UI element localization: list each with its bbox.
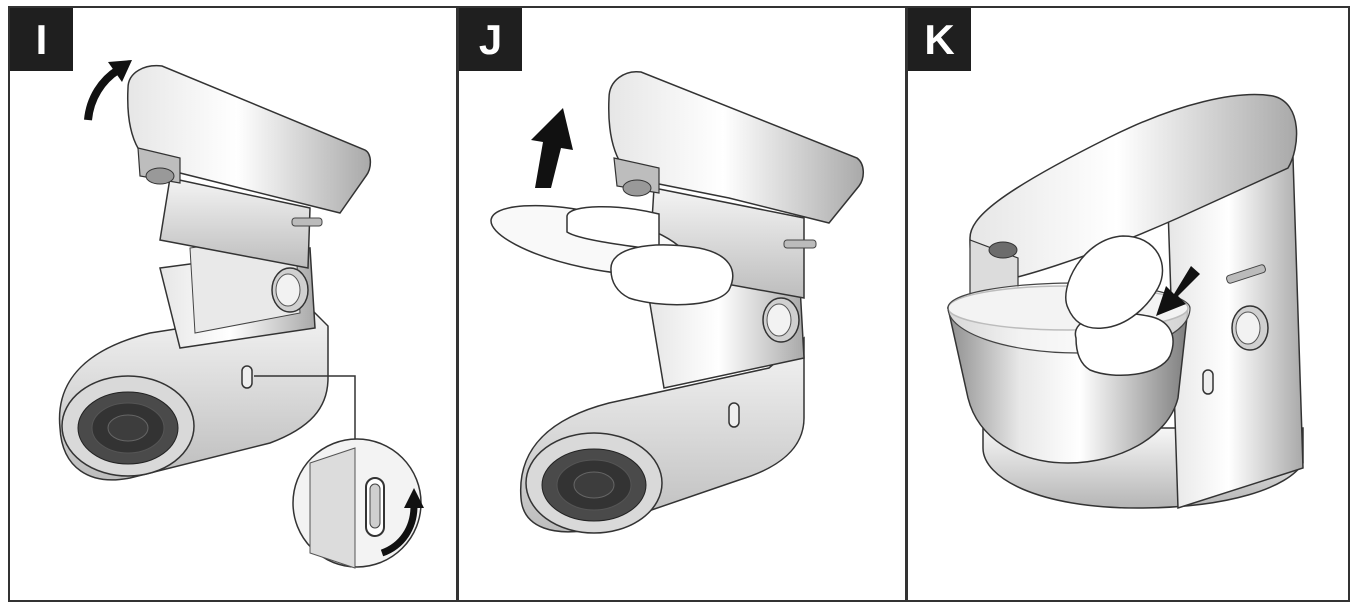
illustration-mixer-assembled [947,93,1304,510]
step-panel-k: K [906,6,1350,602]
head-port [988,241,1018,259]
splashguard-collar [566,205,660,251]
brand-badge [1226,264,1266,284]
illustration-splashguard-removal [490,71,864,534]
step-label-k: K [908,8,971,71]
step-label-i: I [10,8,73,71]
mixer-head [126,64,372,214]
fit-lid-arrow [1156,266,1200,316]
step-panel-i: I [8,6,458,602]
step-label-j: J [459,8,522,71]
brand-badge [783,239,817,249]
mixer-head [608,71,864,224]
illustration-mixer-head-raised [58,60,424,569]
feed-tube-lid [1065,235,1164,329]
remove-upward-arrow [531,108,573,188]
lever-rotate-arrow [380,505,418,557]
release-lever [728,402,740,428]
callout-line [254,375,356,440]
brand-badge [291,217,323,227]
lift-head-arrow [84,66,121,121]
splashguard-feed-tube [610,244,734,306]
release-lever [1202,369,1214,395]
step-panel-j: J [457,6,907,602]
release-lever [241,365,253,389]
